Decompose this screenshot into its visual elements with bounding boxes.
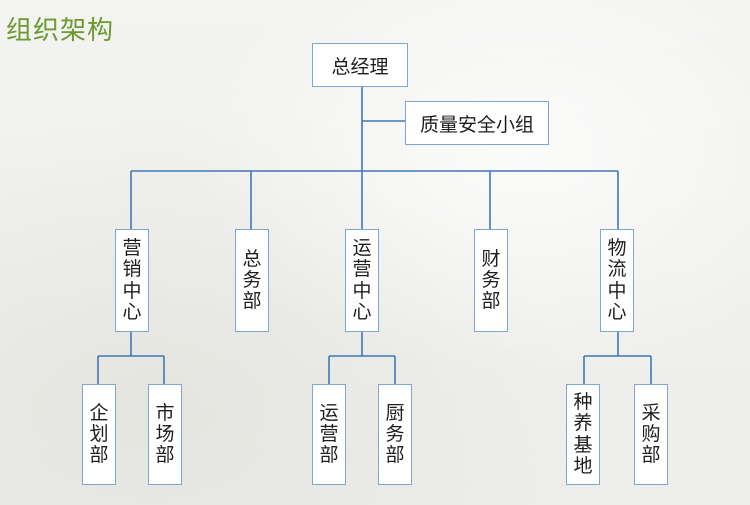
node-sub-label: 运营部 (319, 401, 339, 467)
node-dept: 物流中心 (600, 229, 634, 332)
node-side: 质量安全小组 (405, 101, 549, 145)
node-sub-label: 市场部 (155, 401, 175, 467)
node-sub: 厨务部 (378, 384, 412, 485)
node-dept: 总务部 (235, 229, 269, 332)
node-dept-label: 总务部 (242, 247, 262, 313)
node-dept-label: 物流中心 (607, 236, 627, 323)
node-sub: 企划部 (82, 384, 116, 485)
node-sub: 市场部 (148, 384, 182, 485)
node-sub: 种养基地 (566, 384, 600, 485)
node-dept-label: 营销中心 (122, 236, 142, 323)
node-side-label: 质量安全小组 (419, 113, 534, 136)
node-sub-label: 种养基地 (573, 390, 593, 477)
node-dept: 财务部 (474, 229, 508, 332)
page-title: 组织架构 (6, 16, 115, 46)
node-sub: 运营部 (312, 384, 346, 485)
node-root: 总经理 (312, 43, 408, 87)
node-dept: 运营中心 (345, 229, 379, 332)
node-sub-label: 采购部 (641, 401, 661, 467)
node-dept: 营销中心 (115, 229, 149, 332)
node-dept-label: 运营中心 (352, 236, 372, 323)
node-dept-label: 财务部 (481, 247, 501, 313)
node-sub: 采购部 (634, 384, 668, 485)
node-sub-label: 企划部 (89, 401, 109, 467)
node-root-label: 总经理 (331, 55, 389, 78)
node-sub-label: 厨务部 (385, 401, 405, 467)
